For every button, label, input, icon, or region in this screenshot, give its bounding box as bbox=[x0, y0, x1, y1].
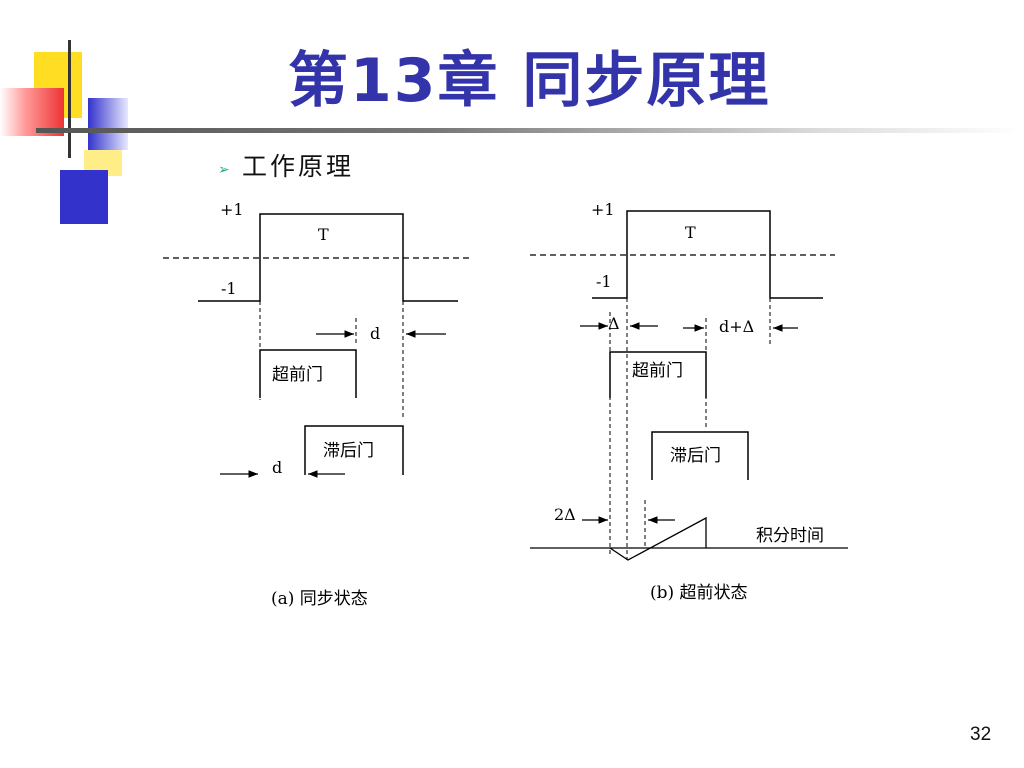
b-waveform bbox=[592, 210, 823, 299]
a-lag-gate bbox=[304, 425, 404, 475]
b-minus-one-label: -1 bbox=[596, 272, 612, 291]
a-minus-one-label: -1 bbox=[221, 279, 237, 298]
b-lag-gate-label: 滞后门 bbox=[670, 446, 721, 466]
a-d-top-label: d bbox=[370, 324, 380, 343]
deco-blue-square-fade bbox=[88, 98, 128, 150]
b-integration-ramp bbox=[609, 516, 707, 561]
b-d-plus-delta-label: d+Δ bbox=[719, 317, 754, 336]
a-waveform bbox=[198, 213, 458, 302]
a-period-label: T bbox=[318, 225, 329, 244]
a-advance-gate-label: 超前门 bbox=[272, 365, 323, 385]
deco-vertical-line bbox=[68, 40, 71, 158]
a-advance-gate bbox=[259, 349, 357, 398]
b-lag-gate bbox=[651, 431, 749, 480]
deco-blue-square bbox=[60, 170, 108, 224]
b-delta-label: Δ bbox=[608, 314, 620, 333]
page-title: 第13章 同步原理 bbox=[288, 46, 771, 116]
bullet-text: 工作原理 bbox=[242, 152, 355, 181]
a-caption: (a) 同步状态 bbox=[271, 589, 368, 609]
b-two-delta-label: 2Δ bbox=[554, 505, 576, 524]
b-integration-time-label: 积分时间 bbox=[756, 526, 824, 546]
page-number: 32 bbox=[970, 724, 992, 745]
a-plus-one-label: +1 bbox=[220, 200, 244, 219]
bullet-arrow-icon: ➢ bbox=[218, 162, 230, 178]
diagram-b: +1 -1 T Δ d+Δ 超前门 滞后门 2Δ 积分时间 (b) 超前状态 bbox=[530, 200, 848, 603]
a-lag-gate-label: 滞后门 bbox=[323, 441, 374, 461]
b-advance-gate bbox=[609, 351, 707, 398]
b-caption: (b) 超前状态 bbox=[650, 583, 748, 603]
title-underline bbox=[36, 128, 1024, 133]
b-plus-one-label: +1 bbox=[591, 200, 615, 219]
diagram-a: +1 -1 T d 超前门 滞后门 d (a) 同步状态 bbox=[163, 200, 470, 609]
b-period-label: T bbox=[685, 223, 696, 242]
a-d-bottom-label: d bbox=[272, 458, 282, 477]
b-advance-gate-label: 超前门 bbox=[632, 361, 683, 381]
